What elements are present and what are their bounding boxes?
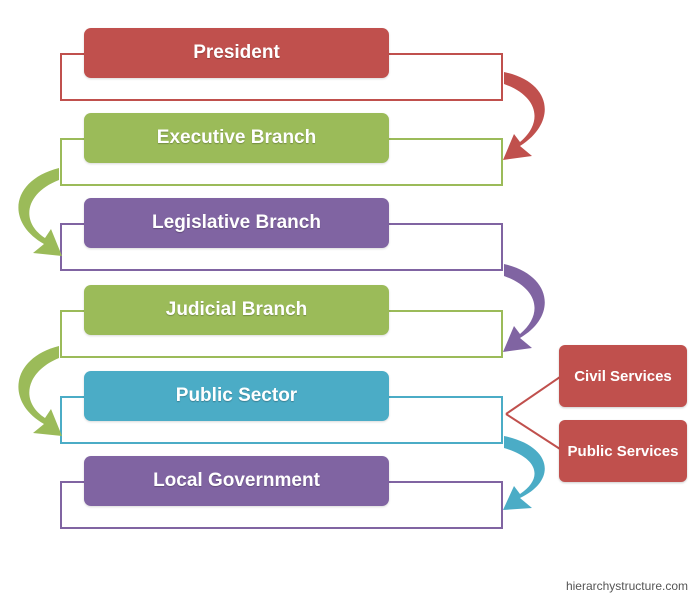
level-judicial-branch: Judicial Branch — [84, 285, 389, 335]
arrow-president-to-executive — [503, 72, 545, 160]
arrow-executive-to-legislative — [18, 168, 62, 256]
level-public-sector: Public Sector — [84, 371, 389, 421]
level-president: President — [84, 28, 389, 78]
level-executive-branch: Executive Branch — [84, 113, 389, 163]
connector-civil-services — [505, 376, 561, 415]
level-legislative-branch: Legislative Branch — [84, 198, 389, 248]
level-local-government: Local Government — [84, 456, 389, 506]
arrow-legislative-to-judicial — [503, 264, 545, 352]
watermark: hierarchystructure.com — [565, 579, 688, 593]
public-services-box: Public Services — [559, 420, 687, 482]
connector-public-services — [505, 413, 561, 450]
arrow-public-sector-to-local-government — [503, 436, 545, 510]
arrow-judicial-to-public-sector — [18, 346, 62, 436]
civil-services-box: Civil Services — [559, 345, 687, 407]
